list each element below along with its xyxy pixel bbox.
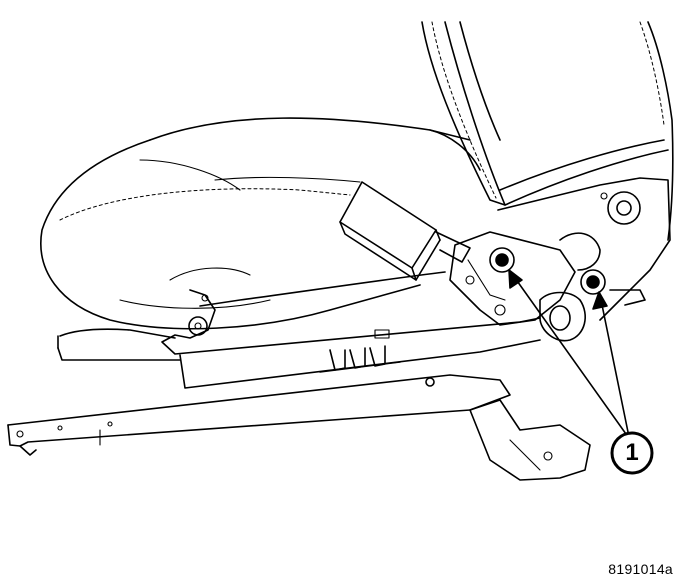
rail-mounting-foot	[469, 399, 591, 481]
seat-back	[421, 21, 674, 241]
callout-circle	[610, 431, 654, 475]
callout-arrows	[508, 269, 629, 435]
seat-cushion	[40, 117, 481, 330]
seat-side-bracket	[199, 231, 576, 326]
seat-belt-buckle	[339, 181, 471, 281]
seat-track	[57, 289, 541, 389]
recliner-mechanism	[497, 177, 671, 342]
figure-id-label: 8191014a	[608, 561, 673, 577]
rear-bolt	[580, 269, 606, 295]
front-bolt	[489, 247, 515, 273]
callout-number: 1	[625, 439, 639, 466]
lower-rail	[7, 374, 511, 456]
